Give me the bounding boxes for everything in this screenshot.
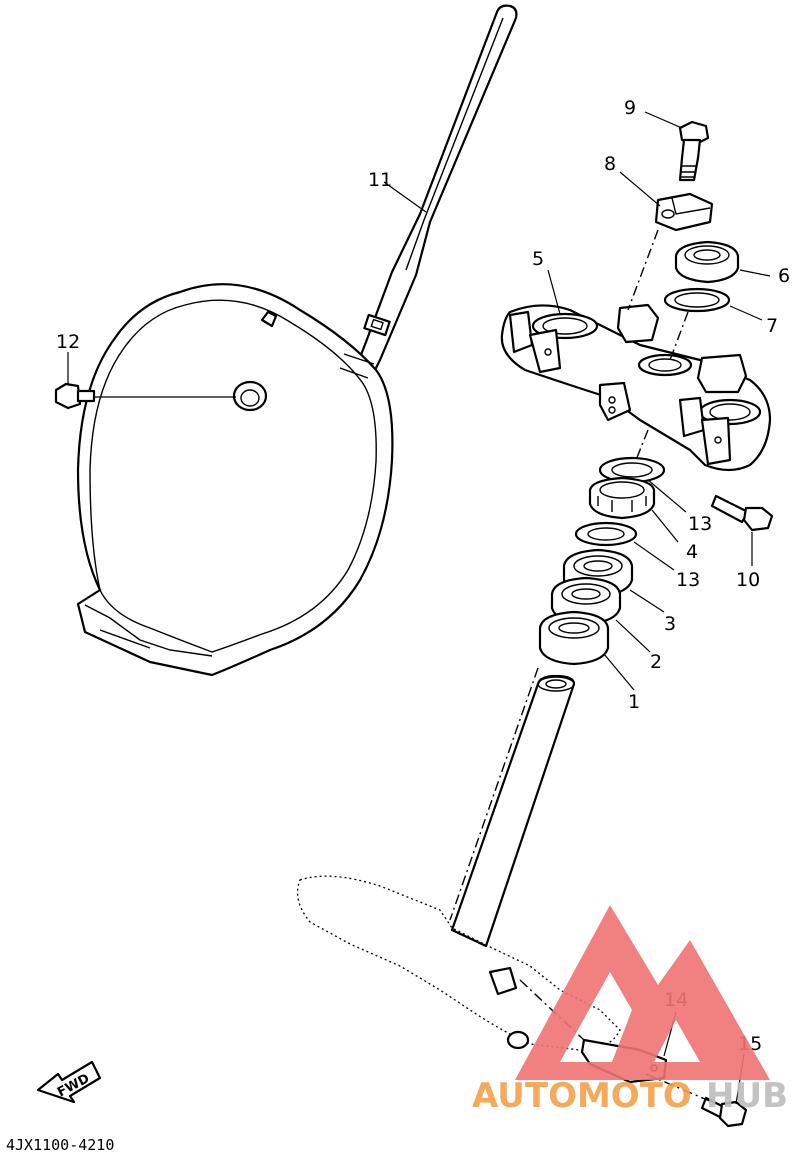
upper-bracket — [500, 303, 772, 472]
washer-13-upper — [598, 456, 666, 484]
bolt-12 — [54, 382, 236, 410]
callout-3: 3 — [664, 613, 676, 635]
washer-7 — [663, 287, 731, 313]
callouts: 1 2 3 4 5 6 7 8 9 10 11 12 13 13 14 15 — [56, 97, 790, 1055]
washer-13-lower — [574, 521, 638, 547]
seal-1 — [538, 610, 610, 666]
callout-10: 10 — [736, 569, 760, 591]
callout-6: 6 — [778, 265, 790, 287]
bolt-15 — [700, 1096, 748, 1128]
callout-2: 2 — [650, 651, 662, 673]
watermark-logo-icon — [515, 905, 770, 1080]
callout-11: 11 — [368, 169, 392, 191]
leader-lines — [67, 111, 771, 1105]
callout-12: 12 — [56, 331, 80, 353]
callout-5: 5 — [532, 248, 544, 270]
callout-1: 1 — [628, 691, 640, 713]
watermark: AUTOMOTO HUB — [472, 905, 788, 1116]
callout-13-lower: 13 — [676, 569, 700, 591]
callout-9: 9 — [624, 97, 636, 119]
number-plate — [76, 4, 518, 677]
bolt-9 — [678, 120, 710, 182]
callout-4: 4 — [686, 541, 698, 563]
diagram-code: 4JX1100-4210 — [6, 1136, 114, 1154]
assembly-lines — [449, 229, 713, 1103]
forward-arrow: FWD — [36, 1060, 102, 1104]
bolt-10 — [710, 494, 774, 532]
ring-nut-4 — [588, 476, 656, 520]
steering-stem — [296, 674, 668, 1084]
callout-13-upper: 13 — [688, 513, 712, 535]
cap-8 — [654, 192, 714, 232]
callout-7: 7 — [766, 315, 778, 337]
callout-8: 8 — [604, 153, 616, 175]
nut-6 — [674, 240, 740, 284]
watermark-text-hub: HUB — [706, 1076, 788, 1116]
watermark-text-automoto: AUTOMOTO — [472, 1076, 692, 1116]
